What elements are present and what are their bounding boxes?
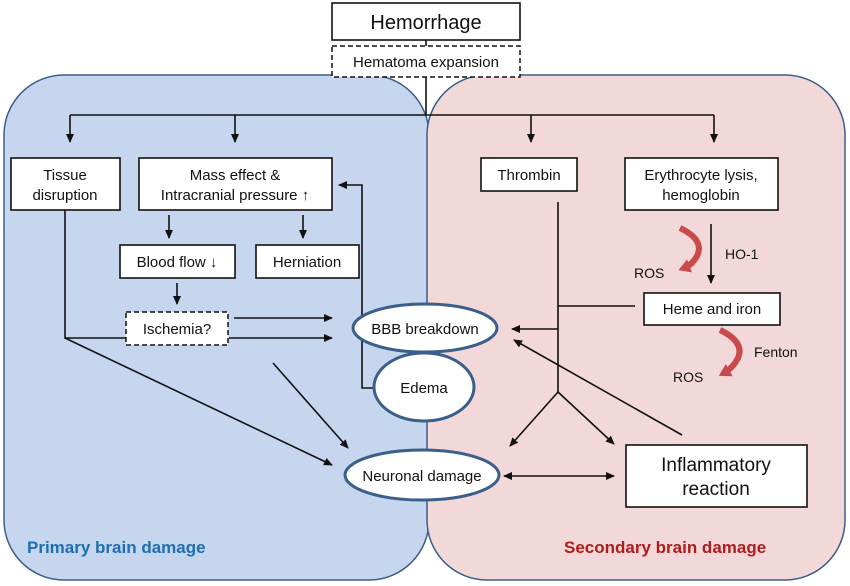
blood-flow-box: [119, 244, 236, 279]
edema-node: [372, 351, 476, 423]
heme-iron-label: Heme and iron: [663, 301, 761, 318]
ho1-label: HO-1: [725, 246, 759, 262]
neuronal-damage-label: Neuronal damage: [362, 468, 481, 485]
ros-label-2: ROS: [673, 369, 703, 385]
ros-arrow-1-icon: [678, 225, 702, 273]
herniation-box: [255, 244, 360, 279]
tissue-disruption-line1: Tissue: [43, 167, 87, 184]
inflammatory-line1: Inflammatory: [661, 455, 771, 476]
neuronal-damage-node: [343, 448, 501, 502]
ischemia-box: [125, 311, 229, 346]
heme-iron-box: [643, 292, 781, 326]
mass-effect-box: [138, 157, 333, 211]
erythrocyte-box: [624, 157, 779, 211]
primary-region-label: Primary brain damage: [27, 538, 206, 557]
tissue-disruption-box: [10, 157, 121, 211]
herniation-label: Herniation: [273, 254, 341, 271]
mass-effect-line1: Mass effect &: [190, 167, 281, 184]
secondary-region-label: Secondary brain damage: [564, 538, 766, 557]
mass-effect-line2: Intracranial pressure ↑: [161, 187, 309, 204]
erythrocyte-line2: hemoglobin: [662, 187, 740, 204]
tissue-disruption-line2: disruption: [32, 187, 97, 204]
fenton-label: Fenton: [754, 344, 798, 360]
blood-flow-label: Blood flow ↓: [137, 254, 218, 271]
inflammatory-reaction-box: [625, 444, 808, 508]
inflammatory-line2: reaction: [682, 479, 750, 500]
hemorrhage-label: Hemorrhage: [370, 12, 481, 34]
hematoma-expansion-label: Hematoma expansion: [353, 54, 499, 71]
thrombin-box: [480, 157, 578, 192]
ischemia-label: Ischemia?: [143, 321, 211, 338]
bbb-breakdown-label: BBB breakdown: [371, 321, 479, 338]
ros-label-1: ROS: [634, 265, 664, 281]
thrombin-label: Thrombin: [497, 167, 560, 184]
erythrocyte-line1: Erythrocyte lysis,: [644, 167, 757, 184]
ros-arrow-2-icon: [718, 327, 743, 377]
edema-label: Edema: [400, 380, 448, 397]
